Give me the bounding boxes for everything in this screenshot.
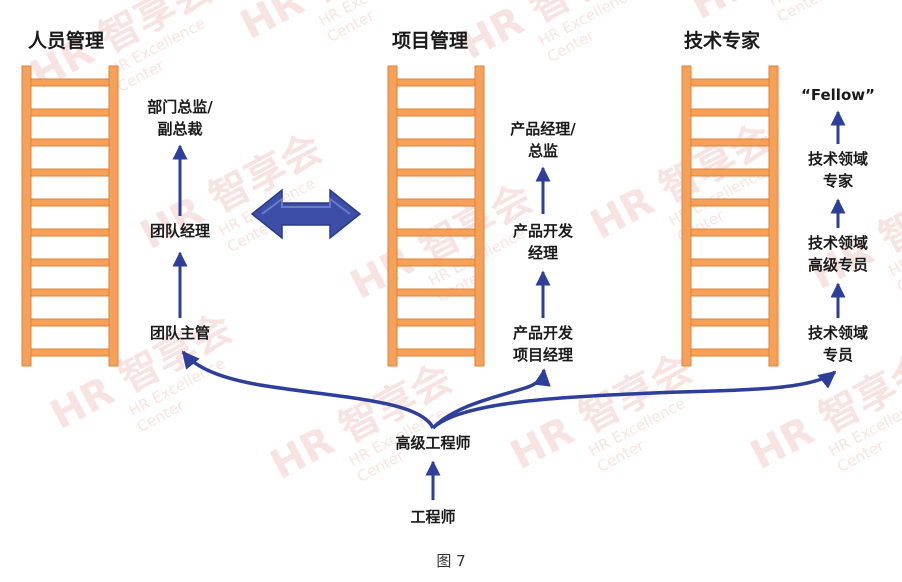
ladder-rung <box>396 288 476 297</box>
branch-arrows <box>181 350 837 430</box>
ladder-rung <box>396 168 476 177</box>
ladder-rung <box>30 318 110 327</box>
ladder-rung <box>30 108 110 117</box>
ladder-rung <box>396 258 476 267</box>
ladder-rung <box>396 228 476 237</box>
ladder-rail <box>474 65 485 367</box>
ladder-icon <box>387 65 485 367</box>
ladder-rung <box>690 198 770 207</box>
ladder-rail <box>21 65 32 367</box>
ladder-rail <box>387 65 398 367</box>
ladder-rung <box>30 198 110 207</box>
branch-to-project-management <box>431 368 551 430</box>
ladder-rail <box>108 65 119 367</box>
node-department-director-line2: 副总裁 <box>157 120 202 138</box>
node-team-lead: 团队主管 <box>150 324 210 342</box>
track-title-people-management: 人员管理 <box>28 29 104 52</box>
branch-to-technical-expert <box>431 370 837 430</box>
ladder-rung <box>690 78 770 87</box>
svg-text:HR 智享会: HR 智享会 <box>743 345 902 479</box>
ladder-rung <box>30 348 110 357</box>
node-pd-manager-line2: 经理 <box>528 244 558 262</box>
ladders <box>21 65 779 367</box>
track-title-technical-expert: 技术专家 <box>684 29 761 52</box>
node-pd-project-manager-line2: 项目经理 <box>513 346 573 364</box>
ladder-rail <box>681 65 692 367</box>
node-department-director-line1: 部门总监/ <box>147 98 213 116</box>
ladder-rung <box>396 318 476 327</box>
node-product-director-line2: 总监 <box>528 142 558 160</box>
ladder-rung <box>396 108 476 117</box>
ladder-rung <box>30 228 110 237</box>
figure-caption: 图 7 <box>436 552 465 570</box>
node-team-manager: 团队经理 <box>150 222 210 240</box>
ladder-rung <box>396 198 476 207</box>
node-tech-expert-line1: 技术领域 <box>808 150 868 168</box>
track-title-project-management: 项目管理 <box>392 29 468 52</box>
node-tech-senior-specialist-line1: 技术领域 <box>808 234 868 252</box>
ladder-rung <box>690 258 770 267</box>
ladder-rail <box>768 65 779 367</box>
ladder-icon <box>681 65 779 367</box>
ladder-rung <box>30 138 110 147</box>
branch-to-people-management <box>181 350 435 429</box>
ladder-rung <box>690 168 770 177</box>
node-senior-engineer: 高级工程师 <box>395 434 470 452</box>
ladder-rung <box>396 78 476 87</box>
ladder-rung <box>30 288 110 297</box>
ladder-rung <box>690 318 770 327</box>
ladder-rung <box>30 168 110 177</box>
ladder-rung <box>690 228 770 237</box>
ladder-rung <box>690 288 770 297</box>
node-tech-senior-specialist-line2: 高级专员 <box>808 256 868 274</box>
ladder-rung <box>30 258 110 267</box>
ladder-rung <box>690 348 770 357</box>
node-tech-expert-line2: 专家 <box>823 172 853 190</box>
ladder-rung <box>396 138 476 147</box>
node-fellow: “Fellow” <box>801 86 875 104</box>
node-pd-manager-line1: 产品开发 <box>513 222 574 240</box>
ladder-rung <box>690 108 770 117</box>
node-product-director-line1: 产品经理/ <box>510 120 576 138</box>
node-tech-specialist-line1: 技术领域 <box>808 324 868 342</box>
ladder-rung <box>30 78 110 87</box>
node-tech-specialist-line2: 专员 <box>823 346 853 364</box>
ladder-rung <box>690 138 770 147</box>
bidirectional-arrow-icon <box>250 188 362 240</box>
node-pd-project-manager-line1: 产品开发 <box>513 324 574 342</box>
ladder-rung <box>396 348 476 357</box>
progression-arrows <box>172 110 846 500</box>
node-engineer: 工程师 <box>410 508 455 526</box>
ladder-icon <box>21 65 119 367</box>
